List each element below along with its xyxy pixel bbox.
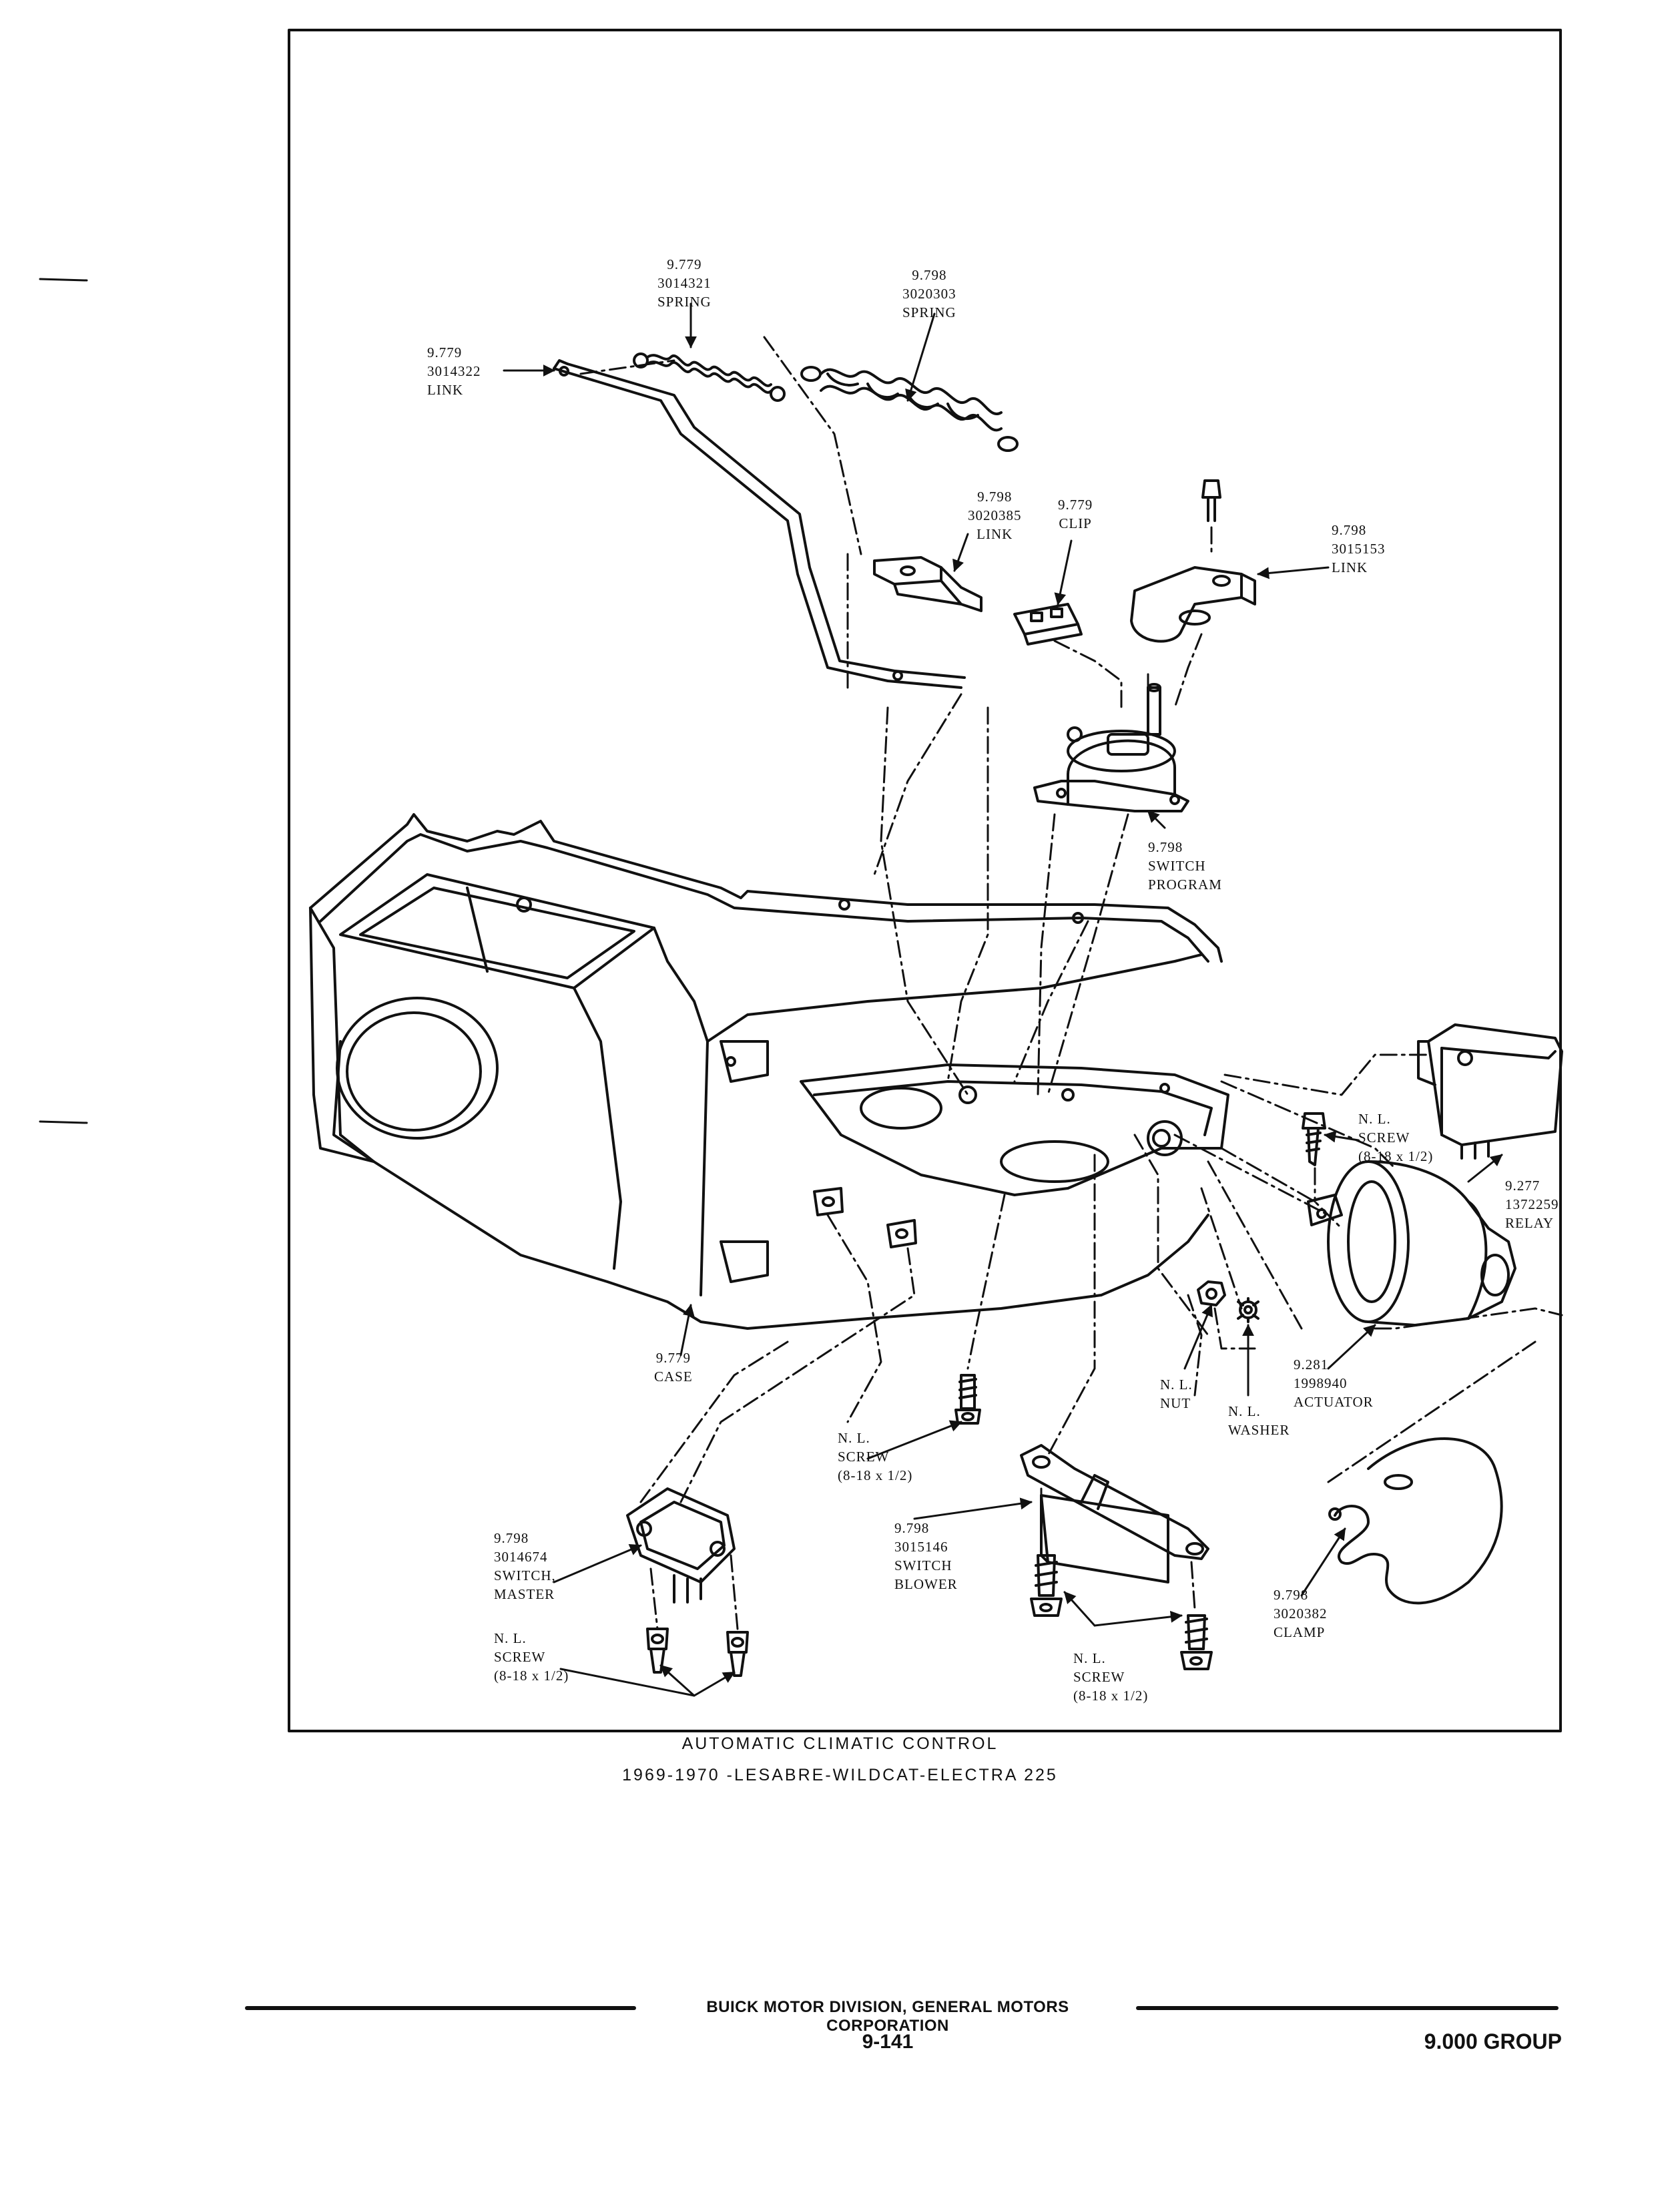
callout-screw-center: N. L. SCREW (8-18 x 1/2) xyxy=(838,1430,913,1483)
diagram-title: AUTOMATIC CLIMATIC CONTROL xyxy=(681,1734,999,1753)
case-part xyxy=(309,813,1229,1330)
callout-spring-3020303: 9.798 3020303 SPRING xyxy=(902,267,956,320)
screw-center-part xyxy=(954,1374,981,1425)
relay-part xyxy=(1417,1023,1563,1160)
callout-clip: 9.779 CLIP xyxy=(1058,497,1093,531)
callout-screw-relay: N. L. SCREW (8-18 x 1/2) xyxy=(1358,1111,1434,1164)
callout-switch-master: 9.798 3014674 SWITCH, MASTER xyxy=(494,1530,556,1602)
diagram-subtitle: 1969-1970 -LESABRE-WILDCAT-ELECTRA 225 xyxy=(622,1766,1058,1784)
washer-part xyxy=(1237,1297,1259,1323)
screw-blower-right-part xyxy=(1180,1614,1213,1670)
callout-spring-3014321: 9.779 3014321 SPRING xyxy=(657,256,712,310)
actuator-part xyxy=(1307,1160,1516,1326)
callout-relay: 9.277 1372259 RELAY xyxy=(1505,1178,1559,1231)
callout-switch-program: 9.798 SWITCH PROGRAM xyxy=(1148,839,1222,893)
screw-master-right-part xyxy=(726,1631,749,1677)
callout-actuator: 9.281 1998940 ACTUATOR xyxy=(1294,1357,1374,1410)
nut-part xyxy=(1197,1280,1226,1306)
callout-clamp: 9.798 3020382 CLAMP xyxy=(1274,1587,1328,1640)
callout-screw-blower: N. L. SCREW (8-18 x 1/2) xyxy=(1073,1650,1149,1704)
alignment-lines xyxy=(579,336,1563,1630)
callout-nut: N. L. NUT xyxy=(1160,1377,1193,1411)
switch-master-part xyxy=(626,1487,736,1604)
link-3015153-part xyxy=(1130,479,1256,643)
callout-link-3014322: 9.779 3014322 LINK xyxy=(427,344,481,398)
footer-page-number: 9-141 xyxy=(862,2031,914,2053)
spring-3020303-part xyxy=(800,366,1019,452)
switch-blower-part xyxy=(1020,1444,1209,1583)
screw-blower-left-part xyxy=(1030,1554,1063,1617)
callout-screw-master: N. L. SCREW (8-18 x 1/2) xyxy=(494,1630,569,1684)
callout-link-3020385: 9.798 3020385 LINK xyxy=(968,489,1022,542)
callout-case: 9.779 CASE xyxy=(654,1350,693,1385)
spring-3014321-part xyxy=(633,352,786,402)
clip-part xyxy=(1013,603,1083,646)
callout-washer: N. L. WASHER xyxy=(1228,1403,1290,1438)
clamp-part xyxy=(1328,1437,1503,1605)
footer-division: BUICK MOTOR DIVISION, GENERAL MOTORS COR… xyxy=(706,1998,1069,2035)
leader-lines xyxy=(503,302,1503,1697)
callout-link-3015153: 9.798 3015153 LINK xyxy=(1332,522,1386,575)
footer-group: 9.000 GROUP xyxy=(1424,2029,1562,2053)
link-3014322-part xyxy=(553,359,966,689)
relay-screw-part xyxy=(1302,1112,1326,1166)
switch-program-part xyxy=(1033,683,1189,812)
link-3020385-part xyxy=(873,556,983,612)
callout-switch-blower: 9.798 3015146 SWITCH BLOWER xyxy=(894,1520,958,1592)
screw-master-left-part xyxy=(646,1628,669,1674)
diagram-frame xyxy=(288,29,1562,1732)
